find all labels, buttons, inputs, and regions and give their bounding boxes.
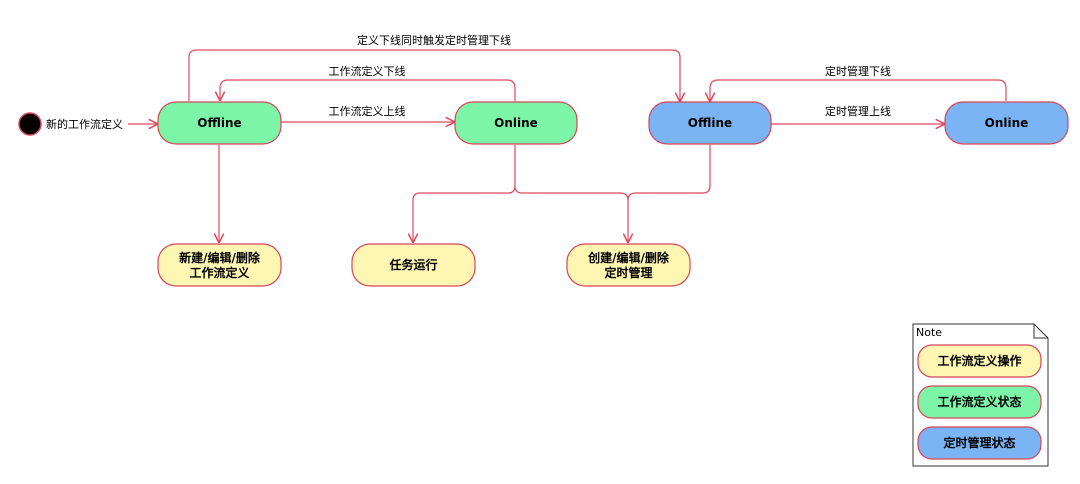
legend-item-wf-state: 工作流定义状态 (917, 385, 1042, 419)
action-edit-workflow-line2: 工作流定义 (189, 265, 250, 280)
action-edit-schedule-line1: 创建/编辑/删除 (587, 250, 670, 265)
edge-online-to-edit-schedule (514, 185, 628, 242)
action-run-task[interactable]: 任务运行 (351, 243, 476, 287)
action-edit-schedule-line2: 定时管理 (604, 265, 652, 280)
action-edit-workflow-line1: 新建/编辑/删除 (179, 250, 261, 265)
start-label: 新的工作流定义 (46, 117, 123, 131)
edge-label-wf-publish: 工作流定义上线 (329, 104, 406, 118)
state-wf-online-label: Online (494, 116, 538, 130)
action-edit-workflow[interactable]: 新建/编辑/删除 工作流定义 (157, 243, 282, 287)
state-sched-online-label: Online (985, 116, 1029, 130)
action-run-task-label: 任务运行 (388, 257, 437, 272)
edge-sched-unpublish (710, 79, 1007, 101)
edge-wf-unpublish-triggers (188, 49, 680, 101)
action-edit-schedule[interactable]: 创建/编辑/删除 定时管理 (566, 243, 691, 287)
legend-item-wf-state-label: 工作流定义状态 (937, 394, 1021, 409)
legend-item-operation: 工作流定义操作 (917, 344, 1042, 378)
legend-item-operation-label: 工作流定义操作 (937, 353, 1021, 368)
state-sched-offline[interactable]: Offline (648, 101, 772, 145)
edge-sched-offline-to-edit-schedule (627, 145, 711, 201)
state-wf-offline-label: Offline (197, 116, 241, 130)
edge-online-to-run (413, 145, 516, 242)
edge-wf-unpublish (220, 79, 516, 101)
edge-label-sched-unpublish: 定时管理下线 (825, 64, 891, 78)
state-wf-offline[interactable]: Offline (157, 101, 282, 145)
legend-note: Note 工作流定义操作 工作流定义状态 定时管理状态 (912, 323, 1049, 467)
start-node (18, 112, 42, 136)
state-sched-online[interactable]: Online (944, 101, 1069, 145)
state-wf-online[interactable]: Online (454, 101, 578, 145)
state-sched-offline-label: Offline (688, 116, 732, 130)
legend-item-sched-state: 定时管理状态 (917, 426, 1042, 460)
legend-title: Note (916, 326, 942, 339)
edge-label-wf-unpublish: 工作流定义下线 (329, 64, 406, 78)
edge-label-wf-unpublish-triggers: 定义下线同时触发定时管理下线 (357, 33, 511, 47)
legend-item-sched-state-label: 定时管理状态 (943, 435, 1015, 450)
edge-label-sched-publish: 定时管理上线 (825, 104, 891, 118)
edges (128, 49, 1007, 242)
